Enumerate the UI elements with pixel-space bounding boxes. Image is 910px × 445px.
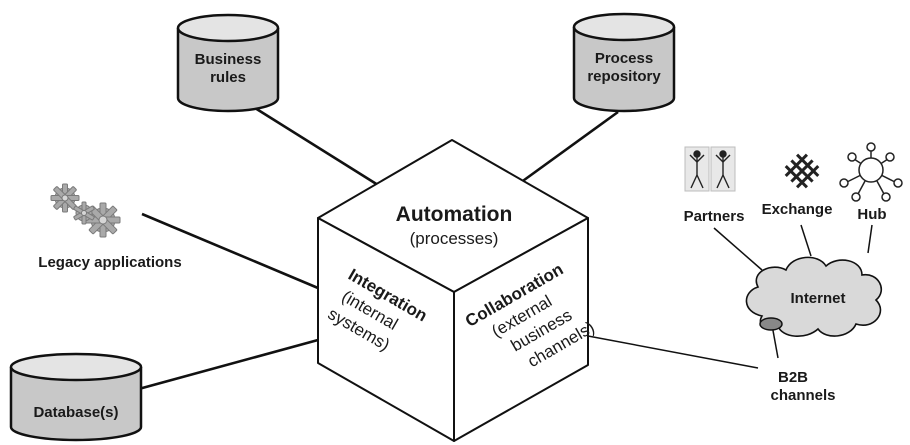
internet-label: Internet <box>790 290 845 307</box>
internet-cloud <box>745 256 882 337</box>
exchange-grid-icon <box>784 153 820 189</box>
automation-subtitle: (processes) <box>410 229 499 248</box>
connector-legacy <box>141 212 319 290</box>
cube-right-face <box>453 217 589 442</box>
connector-hub <box>867 224 873 254</box>
gear-large-icon <box>85 202 121 238</box>
partners-icon <box>684 146 736 192</box>
process-repository-top <box>572 12 676 42</box>
connector-lines <box>134 106 619 392</box>
database-label: Database(s) <box>33 404 118 421</box>
connector-process-repository <box>519 110 619 185</box>
business-rules-label-1: Business <box>195 51 262 68</box>
b2b-label-2: channels <box>770 387 835 404</box>
b2b-node-icon <box>759 317 783 331</box>
gears-icon <box>50 183 121 238</box>
automation-title: Automation <box>396 203 513 226</box>
legacy-applications-label: Legacy applications <box>38 254 181 271</box>
business-rules-label-2: rules <box>210 69 246 86</box>
gear-small-icon <box>73 201 95 225</box>
connector-business-rules <box>254 106 379 187</box>
process-repository-store <box>572 12 676 113</box>
process-repository-label-2: repository <box>587 68 661 85</box>
process-repository-body <box>572 27 676 113</box>
business-rules-body <box>176 28 280 113</box>
process-cube <box>317 139 589 442</box>
hub-label: Hub <box>857 206 886 223</box>
database-store <box>9 352 143 442</box>
database-top <box>9 352 143 382</box>
connector-b2b <box>587 335 759 369</box>
connector-database <box>134 338 319 392</box>
gear-top-icon <box>50 183 80 213</box>
connector-exchange <box>800 224 812 257</box>
business-rules-store <box>176 13 280 113</box>
business-rules-top <box>176 13 280 43</box>
b2b-label-1: B2B <box>778 369 808 386</box>
hub-center <box>858 157 884 183</box>
database-body <box>9 367 143 442</box>
connector-partners <box>713 227 763 271</box>
process-repository-label-1: Process <box>595 50 653 67</box>
exchange-label: Exchange <box>762 201 833 218</box>
partners-label: Partners <box>684 208 745 225</box>
hub-icon <box>839 142 903 202</box>
